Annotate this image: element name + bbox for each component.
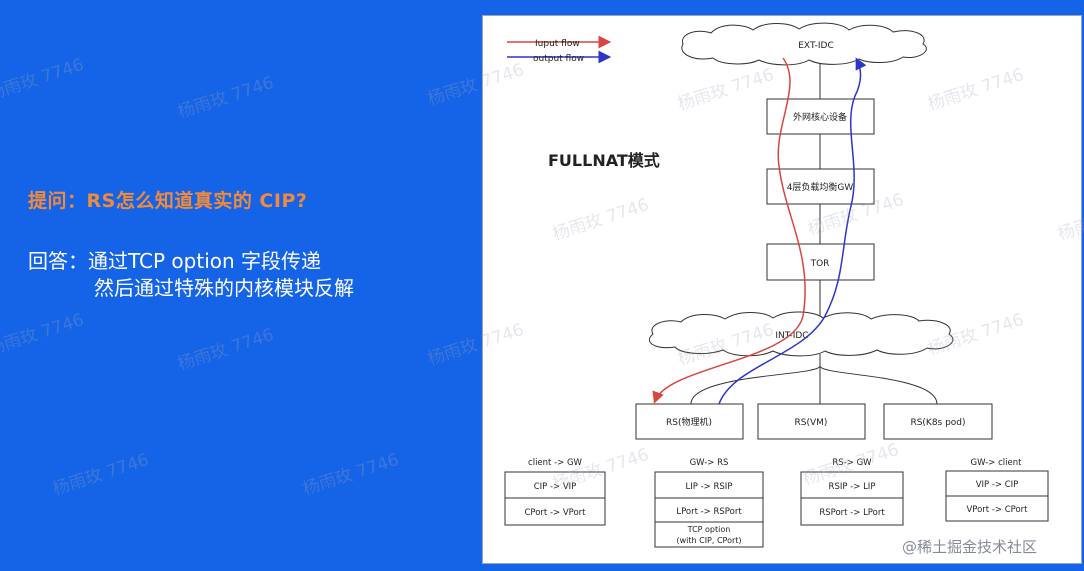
answer-line-2: 然后通过特殊的内核模块反解: [94, 276, 354, 300]
table-rs-gw: RS-> GW RSIP -> LIP RSPort -> LPort: [800, 458, 904, 526]
table-client-gw-title: client -> GW: [528, 458, 583, 468]
question-text: 提问：RS怎么知道真实的 CIP?: [28, 190, 308, 212]
rs-physical-box: [635, 403, 744, 440]
ext-idc-label: EXT-IDC: [798, 41, 833, 51]
diagram-panel: Iuput flow output flow FULLNAT模式 EXT-IDC…: [482, 15, 1082, 564]
table-gw-rs: GW-> RS LIP -> RSIP LPort -> RSPort TCP …: [654, 458, 764, 548]
input-flow-path: [652, 57, 806, 404]
table-gw-rs-row-2: LPort -> RSPort: [676, 507, 742, 517]
watermark-text: 杨雨玫 7746: [0, 310, 86, 360]
int-idc-label: INT-IDC: [775, 331, 808, 341]
gw-label: 4层负载均衡GW: [787, 181, 854, 193]
table-gw-rs-title: GW-> RS: [690, 458, 729, 468]
table-rs-gw-row-1: RSIP -> LIP: [829, 482, 876, 492]
watermark-text: 杨雨玫 7746: [175, 325, 276, 375]
table-rs-gw-row-2: RSPort -> LPort: [819, 508, 885, 518]
watermark-text: 杨雨玫 7746: [300, 450, 401, 500]
rs-vm-label: RS(VM): [795, 418, 828, 428]
table-client-gw-row-2: CPort -> VPort: [524, 508, 586, 518]
watermark-text: 杨雨玫 7746: [175, 73, 276, 123]
rs-k8s-box: [883, 403, 993, 440]
output-flow-path: [718, 57, 867, 405]
table-client-gw-row-1: CIP -> VIP: [534, 482, 577, 492]
rs-physical-label: RS(物理机): [666, 416, 712, 428]
fullnat-diagram: Iuput flow output flow FULLNAT模式 EXT-IDC…: [504, 22, 1049, 548]
gw-box: [766, 168, 875, 205]
diagram-title: FULLNAT模式: [548, 151, 660, 170]
table-gw-client-row-2: VPort -> CPort: [966, 505, 1028, 515]
table-gw-rs-row-3a: TCP option: [687, 525, 731, 534]
legend: Iuput flow output flow: [507, 35, 612, 64]
answer-line-1: 回答：通过TCP option 字段传递: [28, 249, 322, 273]
table-gw-rs-row-3b: (with CIP, CPort): [676, 536, 741, 545]
rs-vm-box: [757, 403, 866, 440]
table-gw-client: GW-> client VIP -> CIP VPort -> CPort: [945, 458, 1049, 522]
watermark-text: 杨雨玫 7746: [50, 450, 151, 500]
table-gw-client-row-1: VIP -> CIP: [976, 480, 1019, 490]
int-idc-branches: [690, 354, 938, 405]
rs-k8s-label: RS(K8s pod): [910, 418, 965, 428]
table-rs-gw-title: RS-> GW: [832, 458, 872, 468]
site-credit: @稀土掘金技术社区: [902, 538, 1038, 556]
table-gw-client-title: GW-> client: [971, 458, 1023, 468]
core-device-label: 外网核心设备: [793, 111, 847, 123]
tor-box: [766, 243, 875, 281]
legend-input-label: Iuput flow: [535, 39, 580, 49]
table-client-gw: client -> GW CIP -> VIP CPort -> VPort: [504, 458, 606, 526]
table-gw-rs-row-1: LIP -> RSIP: [686, 482, 733, 492]
tor-label: TOR: [810, 259, 830, 269]
ext-idc-cloud: EXT-IDC: [681, 22, 927, 66]
answer-text: 回答：通过TCP option 字段传递 然后通过特殊的内核模块反解: [28, 248, 354, 302]
int-idc-cloud: INT-IDC: [648, 311, 954, 357]
legend-output-label: output flow: [533, 54, 584, 64]
watermark-text: 杨雨玫 7746: [0, 55, 86, 105]
